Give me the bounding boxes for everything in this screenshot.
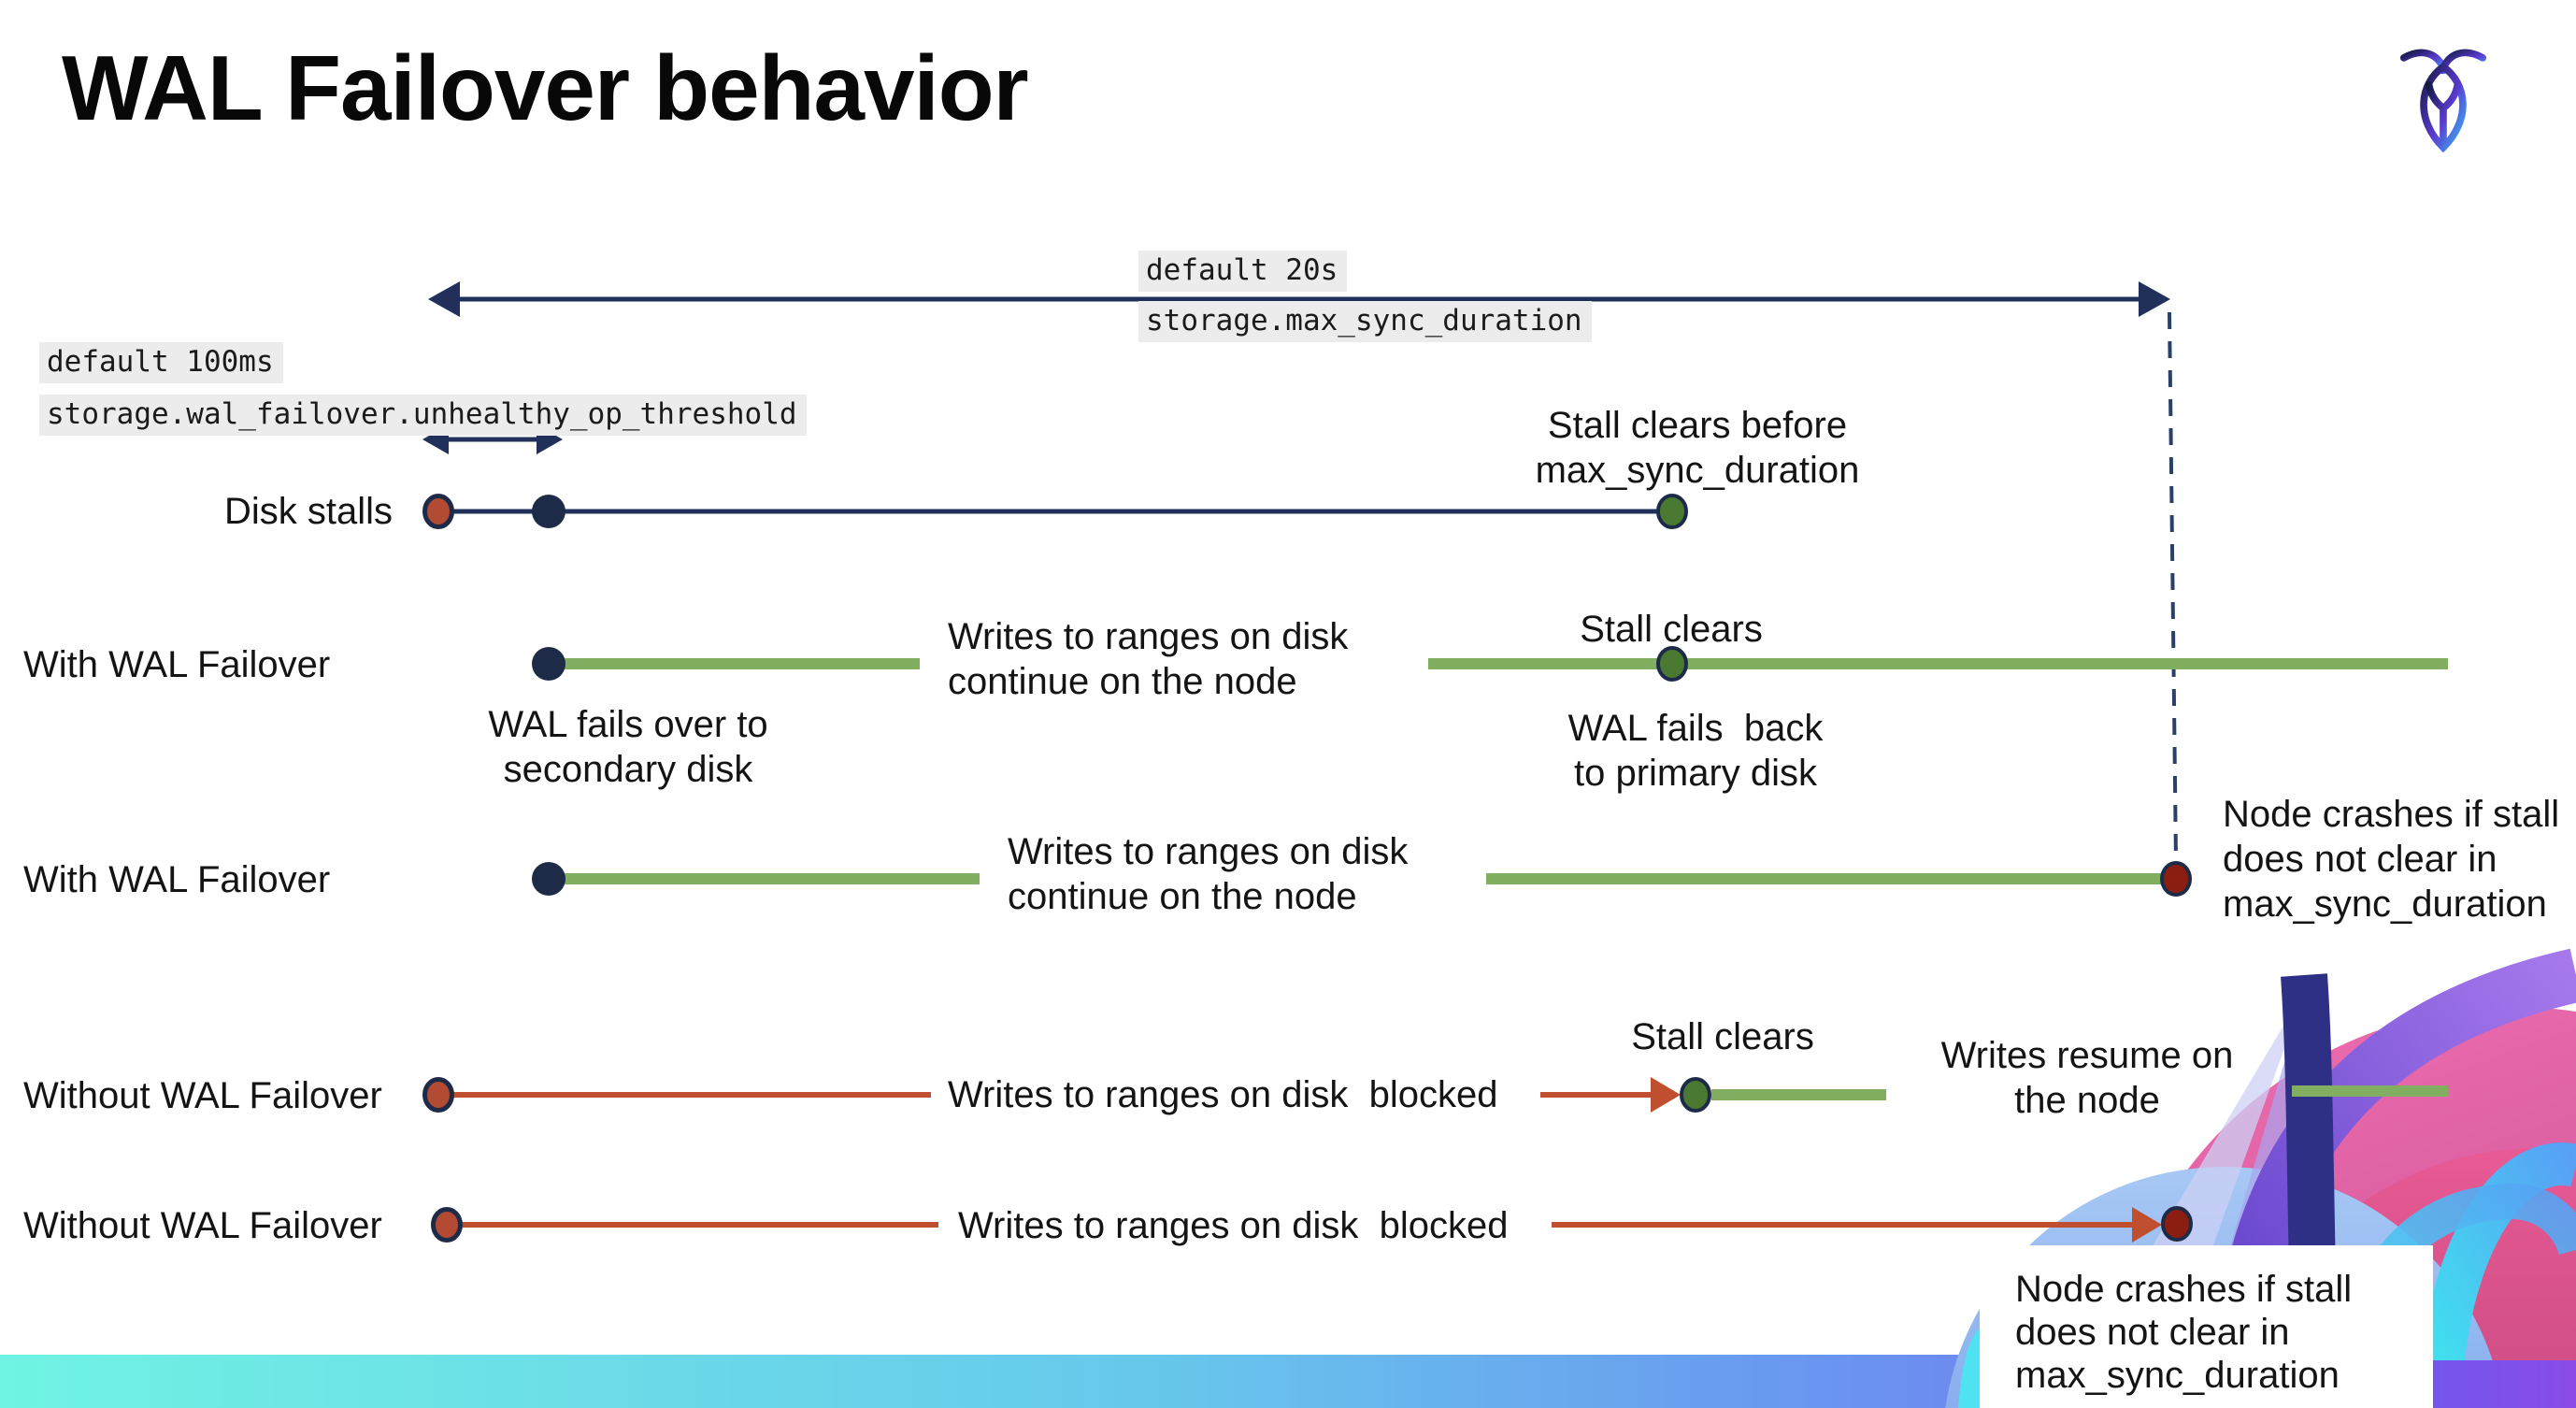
- threshold-setting-name: storage.wal_failover.unhealthy_op_thresh…: [39, 395, 807, 436]
- row1-stall-clears-note-line2: max_sync_duration: [1535, 450, 1860, 491]
- row1-stall-clears-note-line1: Stall clears before: [1547, 405, 1848, 446]
- stall-clears-dot: [1656, 646, 1688, 682]
- row2-failback-note-line2: to primary disk: [1573, 753, 1818, 794]
- stall-clears-dot: [1680, 1077, 1711, 1113]
- row3-writes-note-line1: Writes to ranges on disk: [1008, 831, 1409, 872]
- row5-without-failover-crash-timeline: [431, 1206, 2193, 1243]
- row4-stall-clears-label: Stall clears: [1631, 1016, 1814, 1057]
- row3-label: With WAL Failover: [23, 859, 331, 900]
- row2-failover-note-line1: WAL fails over to: [488, 704, 768, 745]
- row4-resume-note-line1: Writes resume on: [1940, 1035, 2234, 1076]
- row3-crash-note-line3: max_sync_duration: [2223, 884, 2547, 925]
- row5-label: Without WAL Failover: [23, 1205, 382, 1246]
- row2-failback-note-line1: WAL fails back: [1567, 708, 1824, 749]
- row5-crash-note-line1: Node crashes if stall: [2015, 1269, 2353, 1310]
- max-sync-deadline-dashed-line: [2168, 311, 2178, 862]
- row4-blocked-note: Writes to ranges on disk blocked: [948, 1074, 1498, 1115]
- stall-clears-dot: [1656, 494, 1688, 529]
- row2-writes-note-line1: Writes to ranges on disk: [948, 616, 1349, 657]
- row5-crash-note-line3: max_sync_duration: [2015, 1355, 2340, 1396]
- row1-disk-stalls-timeline: [422, 494, 1688, 529]
- row4-without-failover-timeline: [422, 1077, 2448, 1113]
- row3-writes-note-line2: continue on the node: [1008, 876, 1357, 917]
- max-sync-setting-name: storage.max_sync_duration: [1138, 301, 1592, 342]
- threshold-default-label: default 100ms: [39, 342, 283, 383]
- row2-label: With WAL Failover: [23, 644, 331, 685]
- row3-crash-note-line2: does not clear in: [2223, 839, 2497, 880]
- max-sync-default-label: default 20s: [1138, 251, 1348, 292]
- row2-failover-note-line2: secondary disk: [503, 749, 753, 790]
- stall-start-dot: [422, 494, 454, 529]
- crash-note-box: [1980, 1245, 2433, 1408]
- page-title: WAL Failover behavior: [62, 36, 1029, 139]
- failover-dot: [532, 862, 565, 896]
- row3-crash-note-line1: Node crashes if stall: [2223, 794, 2560, 835]
- max-sync-duration-arrow: [428, 281, 2170, 317]
- row2-stall-clears-label: Stall clears: [1580, 609, 1763, 650]
- row4-resume-note-line2: the node: [2014, 1080, 2160, 1121]
- stall-start-dot: [431, 1207, 463, 1243]
- threshold-dot: [532, 495, 565, 528]
- node-crash-dot: [2161, 1206, 2193, 1242]
- row2-with-failover-timeline: [532, 646, 2448, 682]
- failover-dot: [532, 647, 565, 681]
- row1-label: Disk stalls: [224, 491, 394, 532]
- row3-with-failover-crash-timeline: [532, 861, 2192, 897]
- node-crash-dot: [2160, 861, 2192, 897]
- row5-blocked-note: Writes to ranges on disk blocked: [958, 1205, 1509, 1246]
- stall-start-dot: [422, 1077, 454, 1113]
- row4-label: Without WAL Failover: [23, 1075, 382, 1116]
- row2-writes-note-line2: continue on the node: [948, 661, 1297, 702]
- cockroachdb-logo-icon: [2399, 49, 2487, 153]
- row5-crash-note-line2: does not clear in: [2015, 1312, 2290, 1353]
